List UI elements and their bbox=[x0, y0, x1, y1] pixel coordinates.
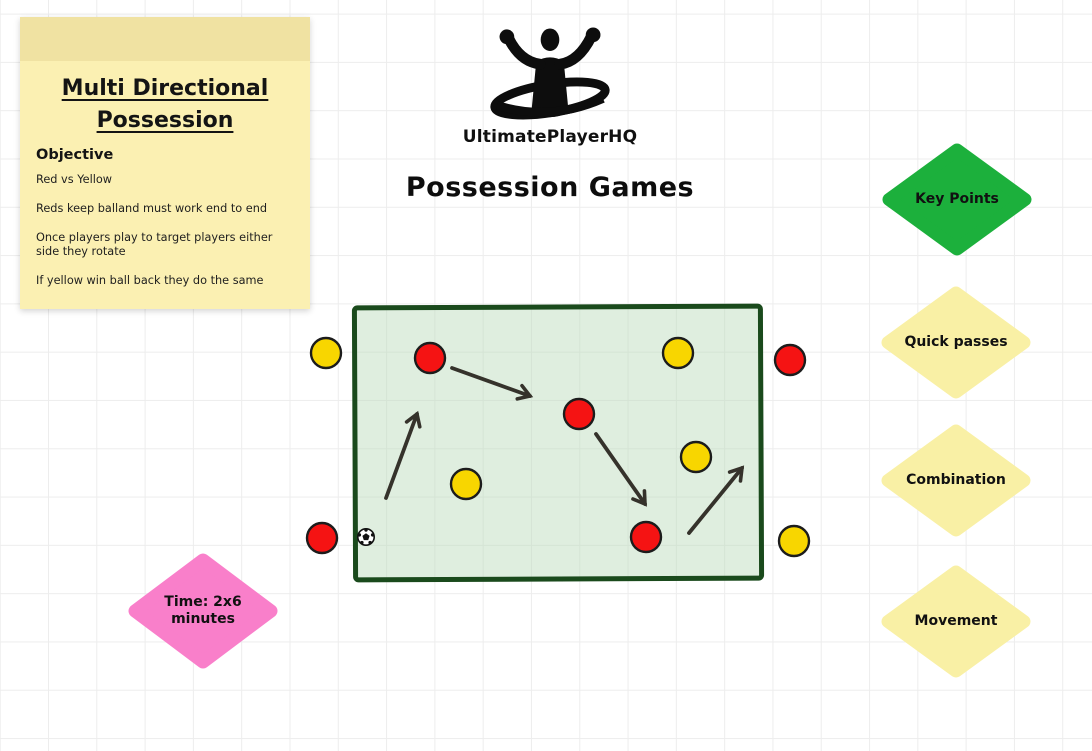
sticky-note[interactable]: Multi Directional Possession Objective R… bbox=[20, 17, 310, 309]
movement-arrow[interactable] bbox=[594, 432, 647, 507]
yellow-player-token[interactable] bbox=[777, 524, 811, 558]
movement-diamond[interactable]: Movement bbox=[881, 565, 1031, 678]
diamond-polygon bbox=[128, 553, 278, 669]
red-player-token[interactable] bbox=[413, 341, 447, 375]
pass-arrows-group bbox=[384, 366, 745, 535]
diamond-label: Time: 2x6 minutes bbox=[128, 553, 278, 669]
sticky-note-header-strip bbox=[20, 17, 310, 61]
note-line: Reds keep balland must work end to end bbox=[36, 202, 268, 215]
combination-diamond[interactable]: Combination bbox=[881, 424, 1031, 537]
diamond-label-text: Combination bbox=[906, 472, 1006, 488]
diamond-label: Movement bbox=[881, 565, 1031, 678]
movement-arrow[interactable] bbox=[450, 366, 534, 401]
diamond-polygon bbox=[881, 424, 1031, 537]
diamond-label-text: Key Points bbox=[915, 191, 999, 207]
sticky-note-body: Multi Directional Possession Objective R… bbox=[20, 61, 310, 309]
diamond-shape bbox=[882, 143, 1032, 256]
movement-arrow[interactable] bbox=[687, 465, 745, 535]
diamond-label: Key Points bbox=[882, 143, 1032, 256]
red-player-token[interactable] bbox=[773, 343, 807, 377]
diamond-label: Quick passes bbox=[881, 286, 1031, 399]
players-group bbox=[305, 336, 811, 558]
note-line: Once players play to target players eith… bbox=[36, 231, 273, 258]
pitch-area[interactable] bbox=[351, 303, 765, 583]
movement-arrow[interactable] bbox=[384, 410, 422, 500]
diamond-label-text: Time: 2x6 minutes bbox=[164, 594, 242, 627]
key-points-diamond[interactable]: Key Points bbox=[882, 143, 1032, 256]
yellow-player-token[interactable] bbox=[449, 467, 483, 501]
note-title-line2: Possession bbox=[96, 108, 234, 133]
yellow-player-token[interactable] bbox=[661, 336, 695, 370]
diamond-shape bbox=[881, 565, 1031, 678]
diamond-shape bbox=[881, 424, 1031, 537]
note-title: Multi Directional Possession bbox=[36, 73, 294, 137]
quick-passes-diamond[interactable]: Quick passes bbox=[881, 286, 1031, 399]
note-objective-heading: Objective bbox=[36, 147, 114, 163]
diamond-label-text: Quick passes bbox=[904, 334, 1008, 350]
yellow-player-token[interactable] bbox=[309, 336, 343, 370]
diamond-polygon bbox=[882, 143, 1032, 256]
celebrating-player-icon bbox=[490, 27, 610, 120]
note-line: If yellow win ball back they do the same bbox=[36, 274, 264, 287]
page-title: Possession Games bbox=[405, 172, 695, 203]
diamond-shape bbox=[128, 553, 278, 669]
red-player-token[interactable] bbox=[629, 520, 663, 554]
brand-name: UltimatePlayerHQ bbox=[462, 127, 638, 147]
diamond-label-text: Movement bbox=[914, 613, 998, 629]
diamond-shape bbox=[881, 286, 1031, 399]
diamond-polygon bbox=[881, 286, 1031, 399]
diamond-label: Combination bbox=[881, 424, 1031, 537]
note-title-line1: Multi Directional bbox=[61, 76, 269, 101]
time-diamond[interactable]: Time: 2x6 minutes bbox=[128, 553, 278, 669]
brand-logo[interactable]: UltimatePlayerHQ bbox=[425, 26, 675, 147]
yellow-player-token[interactable] bbox=[679, 440, 713, 474]
red-player-token[interactable] bbox=[562, 397, 596, 431]
red-player-token[interactable] bbox=[305, 521, 339, 555]
diamond-polygon bbox=[881, 565, 1031, 678]
soccer-ball-icon[interactable] bbox=[357, 528, 375, 546]
note-line: Red vs Yellow bbox=[36, 173, 112, 186]
